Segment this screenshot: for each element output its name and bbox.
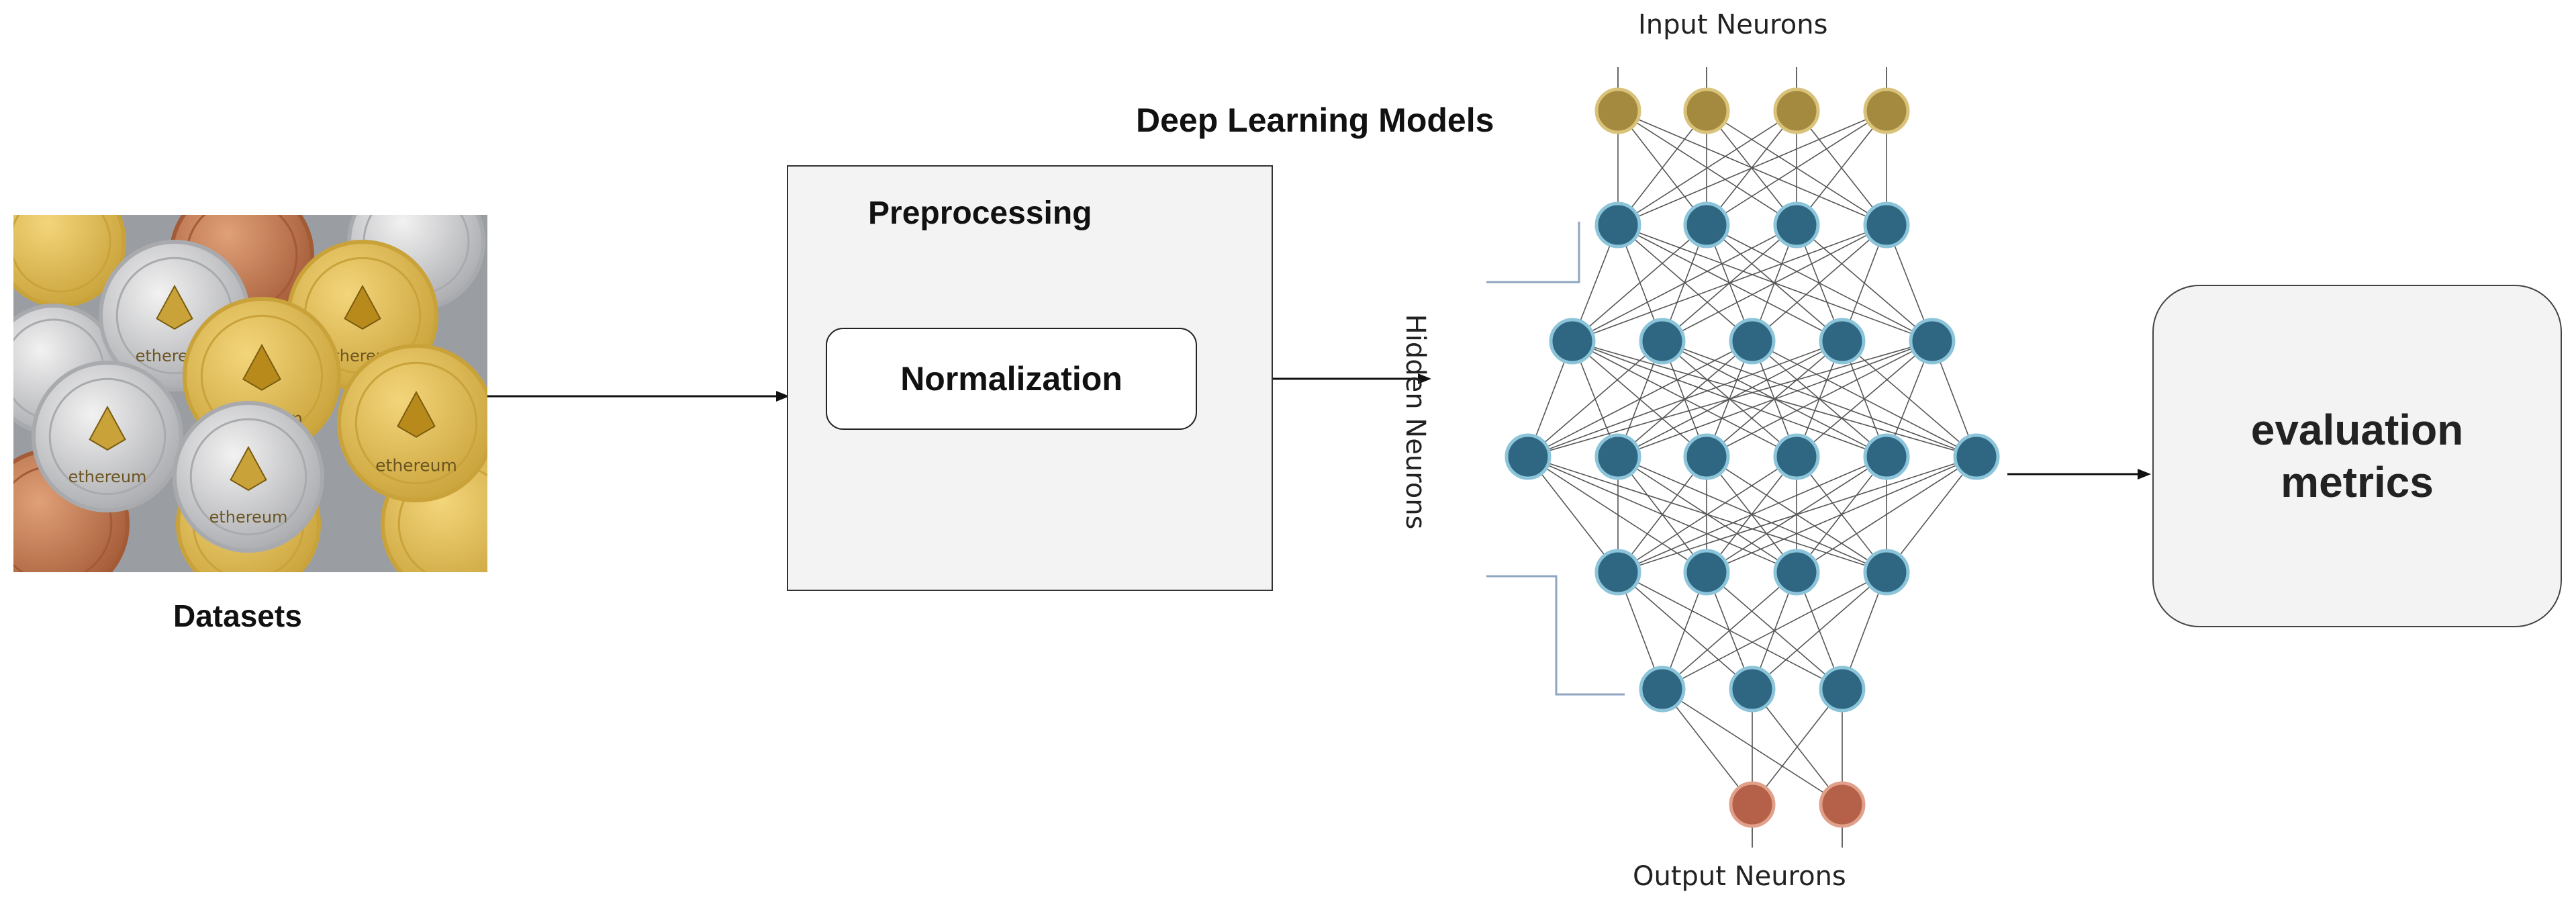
connection-edge [1527, 340, 1843, 457]
arrow-preprocessing-to-model [1273, 373, 1431, 384]
neural-network [1486, 67, 2000, 848]
hidden-neuron [1505, 433, 1552, 480]
connection-edge [1617, 456, 1707, 573]
hidden-neuron [1594, 549, 1641, 596]
ethereum-logo [156, 284, 193, 330]
output-neurons-label: Output Neurons [1633, 861, 1846, 892]
normalization-label: Normalization [900, 360, 1123, 398]
hidden-neuron [1594, 433, 1641, 480]
ethereum-logo [89, 405, 126, 451]
hidden-neuron [1909, 318, 1956, 365]
arrow-model-to-evaluation [2007, 469, 2151, 480]
ethereum-logo [230, 445, 267, 491]
connection-edge [1796, 456, 1977, 573]
coin-text: ethereum [68, 467, 147, 486]
arrow-datasets-to-preprocessing [487, 391, 790, 402]
connection-edge [1572, 224, 1797, 342]
hidden-neuron [1863, 549, 1910, 596]
normalization-box: Normalization [826, 328, 1197, 430]
connection-edge [1617, 572, 1753, 690]
hidden-neuron [1683, 201, 1730, 248]
coin: ethereum [337, 344, 487, 502]
ethereum-logo [242, 343, 281, 391]
ethereum-logo [344, 284, 381, 330]
coin-text: ethereum [375, 455, 457, 475]
connection-edge [1706, 110, 1887, 226]
hidden-neuron [1594, 201, 1641, 248]
hidden-neuron [1819, 318, 1866, 365]
hidden-neuron [1863, 433, 1910, 480]
coin: ethereum [32, 361, 183, 512]
hidden-neuron [1819, 666, 1866, 713]
hidden-neuron [1549, 318, 1596, 365]
connection-edge [1662, 688, 1753, 805]
connection-edge [1527, 340, 1663, 457]
input-neuron [1773, 87, 1820, 134]
connection-edge [1662, 572, 1797, 690]
evaluation-line-2: metrics [2281, 458, 2434, 506]
evaluation-box: evaluation metrics [2152, 285, 2562, 627]
connection-edge [1617, 456, 1977, 573]
connection-edge [1617, 456, 1797, 573]
hidden-neuron [1773, 549, 1820, 596]
connection-edge [1527, 456, 1619, 573]
connection-edge [1527, 340, 1933, 457]
hidden-neuron [1773, 201, 1820, 248]
connection-edge [1662, 224, 1887, 342]
output-neuron [1819, 781, 1866, 828]
model-title: Deep Learning Models [1136, 101, 1494, 139]
input-neuron [1863, 87, 1910, 134]
connection-edge [1886, 456, 1977, 573]
hidden-neuron [1683, 549, 1730, 596]
coin-text: ethereum [209, 508, 288, 527]
input-neuron [1683, 87, 1730, 134]
connection-edge [1617, 110, 1707, 226]
coin: ethereum [173, 401, 324, 553]
connection-edge [1796, 110, 1887, 226]
connection-edge [1752, 224, 1887, 342]
connection-edge [1706, 340, 1933, 457]
hidden-bracket [1486, 222, 1625, 696]
input-neuron [1594, 87, 1641, 134]
connection-edge [1752, 688, 1843, 805]
hidden-neuron [1639, 318, 1686, 365]
connection-edge [1572, 224, 1887, 342]
connection-edge [1572, 224, 1707, 342]
network-nodes [1505, 87, 2000, 828]
datasets-label: Datasets [173, 598, 302, 633]
preprocessing-title: Preprocessing [868, 195, 1092, 231]
ethereum-logo [397, 390, 436, 438]
connection-edge [1617, 456, 1887, 573]
connection-edge [1527, 340, 1753, 457]
connection-edge [1706, 456, 1977, 573]
output-neuron [1729, 781, 1776, 828]
hidden-neuron [1863, 201, 1910, 248]
hidden-neuron [1773, 433, 1820, 480]
input-neurons-label: Input Neurons [1638, 9, 1828, 40]
hidden-neuron [1639, 666, 1686, 713]
connection-edge [1752, 572, 1887, 690]
connection-edge [1617, 340, 1933, 457]
connection-edge [1617, 110, 1887, 226]
connection-edge [1796, 340, 1933, 457]
hidden-neuron [1729, 666, 1776, 713]
evaluation-line-1: evaluation [2250, 406, 2464, 454]
hidden-neuron [1953, 433, 2000, 480]
hidden-neuron [1729, 318, 1776, 365]
hidden-neuron [1683, 433, 1730, 480]
connection-edge [1617, 110, 1797, 226]
hidden-neurons-label: Hidden Neurons [1400, 314, 1431, 530]
connection-edge [1662, 572, 1887, 690]
hidden-bracket-line [1486, 222, 1625, 696]
